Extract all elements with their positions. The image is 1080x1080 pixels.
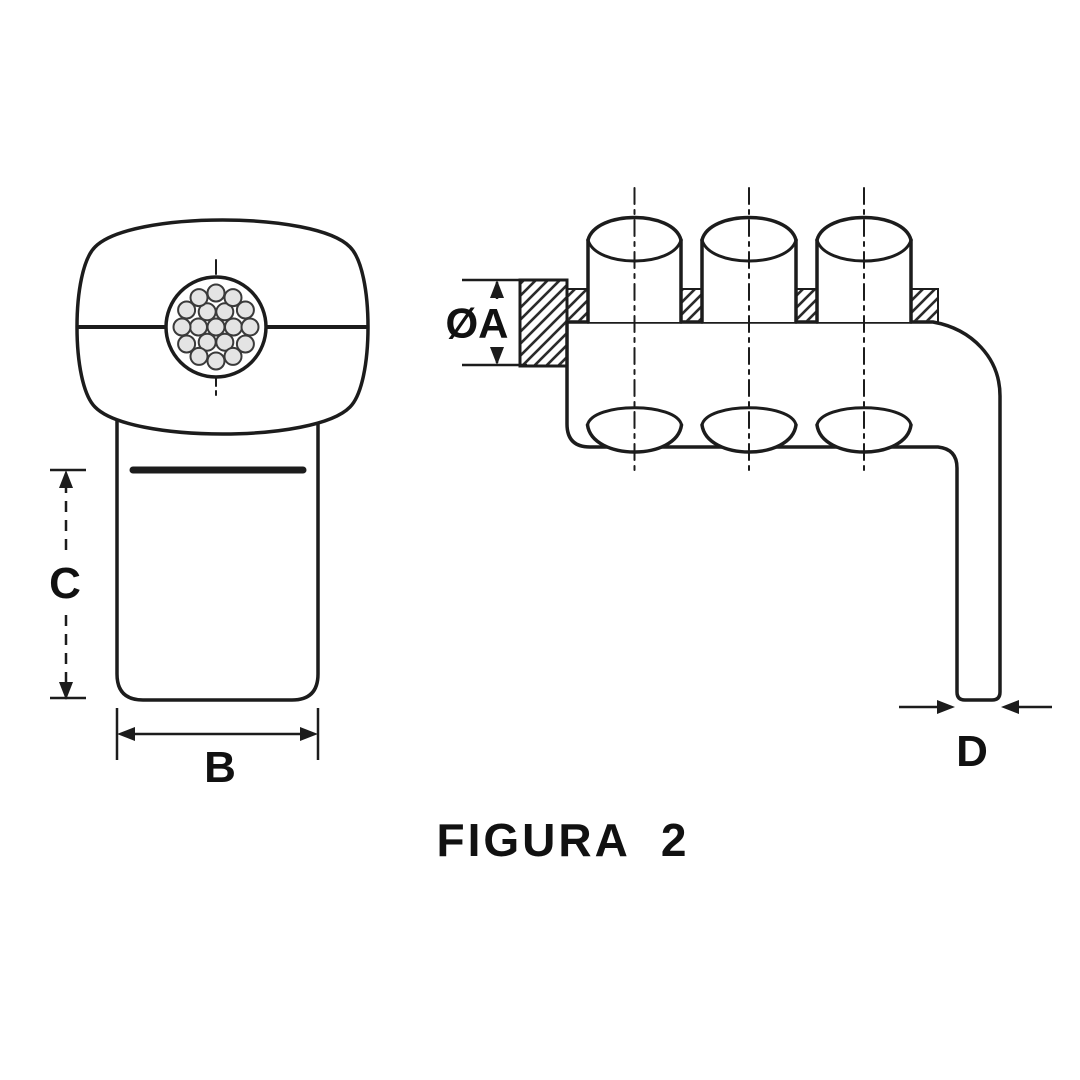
dim-b-label: B <box>204 743 236 792</box>
front-view-clamp <box>75 218 370 702</box>
dim-d-label: D <box>956 727 988 776</box>
figure-caption: FIGURA 2 <box>437 814 690 866</box>
conductor-strands <box>172 283 260 371</box>
connector-bar-and-leg <box>565 320 1002 702</box>
dim-b-arrow-right <box>300 727 318 741</box>
dimension-d: D <box>899 700 1052 776</box>
dimension-c: C <box>42 468 88 700</box>
dim-a-arrow-up <box>490 280 504 298</box>
dim-c-arrow-up <box>59 470 73 488</box>
barrel-centerlines <box>633 187 865 471</box>
bolt-barrel-3 <box>815 215 913 324</box>
dimension-a: ØA <box>440 278 527 367</box>
side-view-connector <box>518 187 1002 702</box>
dim-d-arrow-right <box>937 700 955 714</box>
dim-d-arrow-left <box>1001 700 1019 714</box>
hatched-conductor-stub <box>518 278 569 368</box>
dim-a-arrow-down <box>490 347 504 365</box>
dim-b-arrow-left <box>117 727 135 741</box>
dim-c-label: C <box>49 559 81 608</box>
dim-c-arrow-down <box>59 682 73 700</box>
tang-outline <box>115 404 320 702</box>
barrel-bottom-opening-1 <box>585 406 684 454</box>
dim-a-label: ØA <box>446 300 509 347</box>
dimension-b: B <box>115 708 320 792</box>
